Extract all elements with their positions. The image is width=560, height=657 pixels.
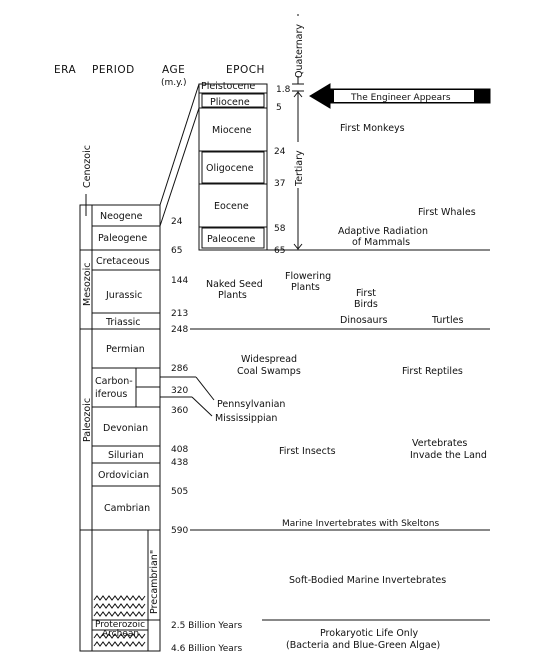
event-turtles: Turtles xyxy=(431,315,463,326)
period-ordovician: Ordovician xyxy=(98,470,149,481)
tertiary-label-bg xyxy=(290,142,306,188)
tertiary-arrow-up xyxy=(293,91,303,98)
epoch-age-58: 58 xyxy=(274,224,286,234)
cenozoic-expand-top xyxy=(159,83,200,206)
era-mesozoic: Mesozoic xyxy=(82,263,93,306)
label-quaternary: Quaternary xyxy=(294,24,305,78)
event-naked-line1: Naked Seed xyxy=(206,279,263,290)
epoch-paleocene: Paleocene xyxy=(207,234,256,245)
age-4-6-billion: 4.6 Billion Years xyxy=(171,644,242,654)
event-birds-line1: First xyxy=(356,288,376,299)
event-soft-bodied: Soft-Bodied Marine Invertebrates xyxy=(289,575,446,586)
epoch-age-65: 65 xyxy=(274,246,285,256)
epoch-age-1-8: 1.8 xyxy=(276,85,291,95)
epoch-age-5: 5 xyxy=(276,103,282,113)
era-cenozoic: Cenozoic xyxy=(82,145,93,188)
period-proterozoic: Proterozoic xyxy=(95,620,145,630)
epoch-column xyxy=(198,83,268,251)
header-era: ERA xyxy=(54,64,77,76)
pennsylvanian-connector-b xyxy=(195,376,215,401)
age-590: 590 xyxy=(171,526,188,536)
event-vertebrates-line2: Invade the Land xyxy=(410,450,487,461)
event-marine-invertebrates: Marine Invertebrates with Skeltons xyxy=(282,519,439,529)
event-naked-line2: Plants xyxy=(218,290,247,301)
header-age-unit: (m.y.) xyxy=(161,78,187,88)
period-paleogene: Paleogene xyxy=(98,233,147,244)
event-flowering-line2: Plants xyxy=(291,282,320,293)
era-precambrian: Precambrian" xyxy=(149,550,160,614)
period-carboniferous-line2: iferous xyxy=(95,389,127,400)
age-360: 360 xyxy=(171,406,188,416)
period-cretaceous: Cretaceous xyxy=(96,256,150,267)
epoch-inner-paleocene xyxy=(201,227,265,249)
event-first-whales: First Whales xyxy=(418,207,476,218)
epoch-pleistocene: Pleistocene xyxy=(201,81,255,92)
event-dinosaurs: Dinosaurs xyxy=(340,315,387,326)
cenozoic-expand-mid xyxy=(159,107,200,227)
epoch-age-37: 37 xyxy=(274,179,285,189)
age-213: 213 xyxy=(171,309,188,319)
header-age: AGE xyxy=(162,64,185,76)
header-period: PERIOD xyxy=(92,64,135,76)
precambrian-wave-4 xyxy=(93,633,146,639)
event-prokaryotic: Prokaryotic Life Only xyxy=(320,628,418,639)
period-column xyxy=(91,204,161,652)
epoch-miocene: Miocene xyxy=(212,125,252,136)
period-silurian: Silurian xyxy=(108,450,144,461)
tertiary-arrow-down xyxy=(293,243,303,250)
period-triassic: Triassic xyxy=(105,317,141,328)
precambrian-wave-2 xyxy=(93,603,146,609)
age-248: 248 xyxy=(171,325,188,335)
event-swamps-line2: Coal Swamps xyxy=(237,366,301,377)
period-devonian: Devonian xyxy=(103,423,148,434)
event-bacteria: (Bacteria and Blue-Green Algae) xyxy=(286,640,440,651)
age-438: 438 xyxy=(171,458,188,468)
event-engineer: The Engineer Appears xyxy=(350,93,451,103)
epoch-age-24: 24 xyxy=(274,147,286,157)
era-paleozoic: Paleozoic xyxy=(82,398,93,442)
event-first-monkeys: First Monkeys xyxy=(340,123,405,134)
period-cambrian: Cambrian xyxy=(104,503,150,514)
age-2-5-billion: 2.5 Billion Years xyxy=(171,621,242,631)
epoch-pliocene: Pliocene xyxy=(210,97,250,108)
period-neogene: Neogene xyxy=(100,211,143,222)
age-65: 65 xyxy=(171,246,182,256)
precambrian-wave-3 xyxy=(93,611,146,617)
precambrian-wave-5 xyxy=(93,641,146,647)
age-505: 505 xyxy=(171,487,188,497)
period-carboniferous-line1: Carbon- xyxy=(95,376,133,387)
period-archean: Archean xyxy=(102,629,139,639)
event-first-reptiles: First Reptiles xyxy=(402,366,463,377)
age-286: 286 xyxy=(171,364,188,374)
age-408: 408 xyxy=(171,445,188,455)
label-tertiary: Tertiary xyxy=(294,150,305,187)
epoch-eocene: Eocene xyxy=(214,201,249,212)
event-flowering-line1: Flowering xyxy=(285,271,331,282)
age-144: 144 xyxy=(171,276,188,286)
age-24: 24 xyxy=(171,217,183,227)
label-mississippian: Mississippian xyxy=(215,413,277,424)
event-swamps-line1: Widespread xyxy=(241,354,297,365)
label-pennsylvanian: Pennsylvanian xyxy=(217,399,285,410)
header-epoch: EPOCH xyxy=(226,64,265,76)
mississippian-connector-b xyxy=(191,396,213,417)
epoch-oligocene: Oligocene xyxy=(206,163,254,174)
event-first-insects: First Insects xyxy=(279,446,336,457)
engineer-label-bg xyxy=(334,90,474,102)
period-jurassic: Jurassic xyxy=(105,290,142,301)
precambrian-wave-1 xyxy=(93,595,146,601)
event-adaptive-line2: of Mammals xyxy=(352,237,410,248)
event-adaptive-line1: Adaptive Radiation xyxy=(338,226,428,237)
quaternary-label-bg xyxy=(290,16,306,76)
epoch-inner-oligocene xyxy=(201,151,265,184)
age-320: 320 xyxy=(171,386,188,396)
period-permian: Permian xyxy=(106,344,145,355)
epoch-inner-pliocene xyxy=(201,93,265,108)
event-vertebrates-line1: Vertebrates xyxy=(412,438,467,449)
event-birds-line2: Birds xyxy=(354,299,378,310)
